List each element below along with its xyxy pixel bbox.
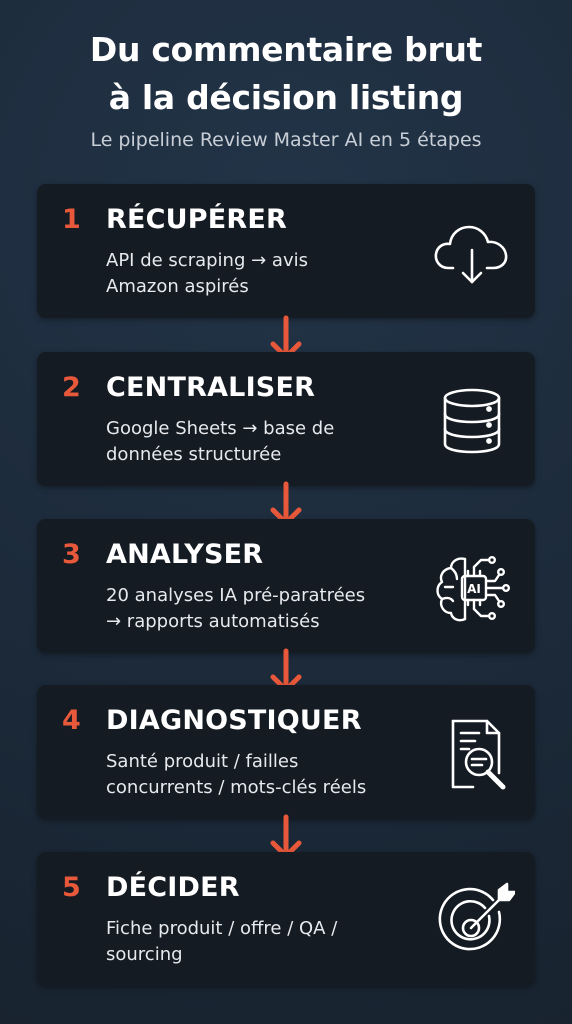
step-card-5: 5 DÉCIDER Fiche produit / offre / QA / s… bbox=[37, 852, 535, 986]
page-title: Du commentaire brut à la décision listin… bbox=[0, 26, 572, 122]
document-search-icon bbox=[429, 711, 515, 797]
step-number: 2 bbox=[62, 372, 81, 403]
step-description: API de scraping → avis Amazon aspirés bbox=[106, 248, 436, 300]
step-number: 1 bbox=[62, 204, 81, 235]
step-description: 20 analyses IA pré-paratrées → rapports … bbox=[106, 583, 436, 635]
database-icon bbox=[429, 378, 515, 464]
step-number: 5 bbox=[62, 872, 81, 903]
step-description-line: 20 analyses IA pré-paratrées bbox=[106, 585, 366, 606]
step-description-line: Fiche produit / offre / QA / bbox=[106, 918, 338, 939]
step-title: RÉCUPÉRER bbox=[106, 204, 288, 235]
step-description: Fiche produit / offre / QA / sourcing bbox=[106, 916, 436, 968]
header: Du commentaire brut à la décision listin… bbox=[0, 26, 572, 151]
ai-brain-icon: AI bbox=[429, 545, 515, 631]
title-line-1: Du commentaire brut bbox=[89, 30, 483, 69]
step-number: 4 bbox=[62, 705, 81, 736]
step-description-line: Santé produit / failles bbox=[106, 751, 299, 772]
step-description-line: concurrents / mots-clés réels bbox=[106, 777, 367, 798]
step-card-4: 4 DIAGNOSTIQUER Santé produit / failles … bbox=[37, 685, 535, 819]
step-title: DIAGNOSTIQUER bbox=[106, 705, 362, 736]
step-title: CENTRALISER bbox=[106, 372, 316, 403]
step-description-line: données structurée bbox=[106, 444, 282, 465]
title-line-2: à la décision listing bbox=[108, 78, 464, 117]
ai-chip-label: AI bbox=[467, 582, 481, 596]
step-description-line: sourcing bbox=[106, 944, 183, 965]
step-description-line: Google Sheets → base de bbox=[106, 418, 335, 439]
page-subtitle: Le pipeline Review Master AI en 5 étapes bbox=[90, 129, 482, 151]
step-card-3: 3 ANALYSER 20 analyses IA pré-paratrées … bbox=[37, 519, 535, 653]
step-card-2: 2 CENTRALISER Google Sheets → base de do… bbox=[37, 352, 535, 486]
step-number: 3 bbox=[62, 539, 81, 570]
step-title: ANALYSER bbox=[106, 539, 264, 570]
step-description: Google Sheets → base de données structur… bbox=[106, 416, 436, 468]
step-description: Santé produit / failles concurrents / mo… bbox=[106, 749, 436, 801]
cloud-download-icon bbox=[429, 210, 515, 296]
step-card-1: 1 RÉCUPÉRER API de scraping → avis Amazo… bbox=[37, 184, 535, 318]
step-title: DÉCIDER bbox=[106, 872, 240, 903]
step-description-line: → rapports automatisés bbox=[106, 611, 320, 632]
target-arrow-icon bbox=[429, 878, 515, 964]
step-description-line: Amazon aspirés bbox=[106, 276, 249, 297]
step-description-line: API de scraping → avis bbox=[106, 250, 308, 271]
